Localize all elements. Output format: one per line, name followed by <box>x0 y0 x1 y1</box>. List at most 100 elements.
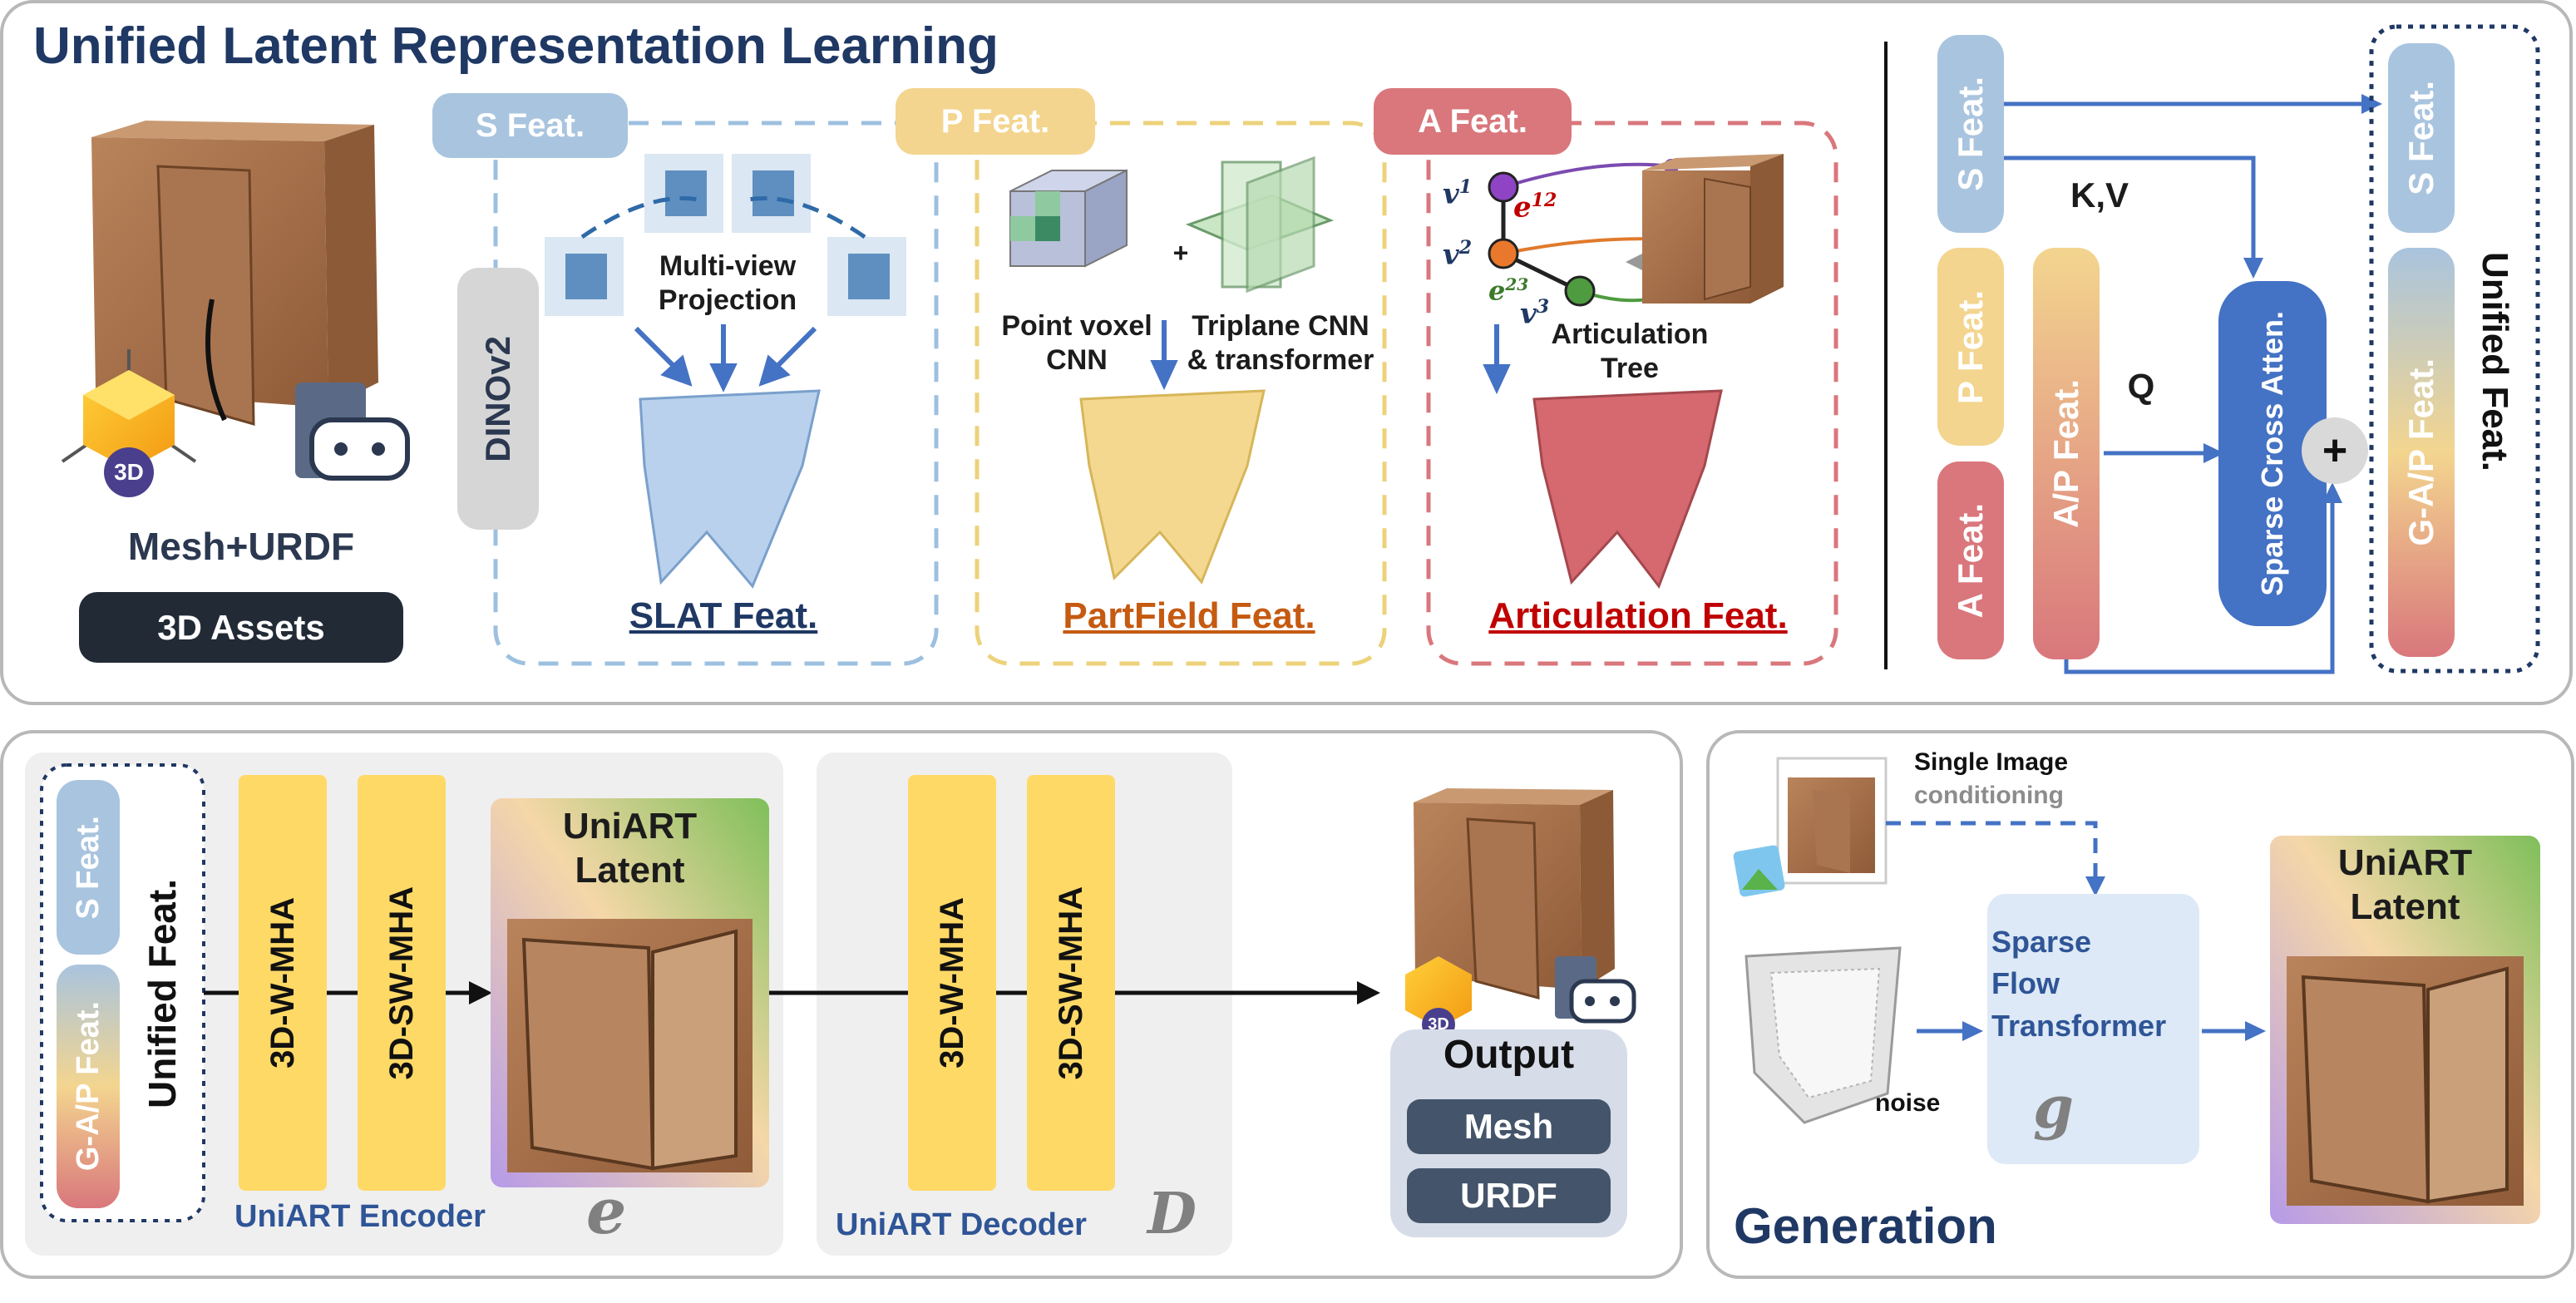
output-urdf-badge: URDF <box>1407 1168 1611 1223</box>
multiview-thumbnails <box>545 154 906 316</box>
fusion-p-feat-label: P Feat. <box>1951 289 1990 404</box>
fusion-a-feat-label: A Feat. <box>1951 502 1990 619</box>
unified-s-feat: S Feat. <box>2388 43 2455 233</box>
dec-sw-mha: 3D-SW-MHA <box>1027 775 1115 1191</box>
triplane-label: Triplane CNN & transformer <box>1172 309 1389 378</box>
partfield-label: PartField Feat. <box>1063 595 1315 636</box>
output-robot-icon <box>1555 956 1636 1024</box>
enc-s-feat-label: S Feat. <box>70 815 106 920</box>
asset-label: Mesh+URDF <box>127 525 355 568</box>
triplane-illustration <box>1185 155 1335 294</box>
articulation-voxel <box>1532 389 1723 590</box>
sft-line3: Transformer <box>1991 1008 2167 1043</box>
plus-node: + <box>2302 417 2368 484</box>
triplane-line2: & transformer <box>1187 343 1374 376</box>
tree-line2: Tree <box>1601 352 1659 384</box>
dinov2-block: DINOv2 <box>457 268 539 530</box>
output-cube-badge-text: 3D <box>1428 1015 1449 1034</box>
unified-gap-feat: G-A/P Feat. <box>2388 248 2455 657</box>
pointvoxel-label: Point voxel CNN <box>985 309 1168 378</box>
s-feat-tag: S Feat. <box>432 93 628 158</box>
enc-w-mha: 3D-W-MHA <box>239 775 327 1191</box>
enc-latent-line1: UniART <box>562 806 698 846</box>
tree-label: Articulation Tree <box>1530 318 1730 386</box>
sft-line1: Sparse <box>1991 925 2092 959</box>
gen-latent-line1: UniART <box>2337 842 2473 883</box>
kv-label: K,V <box>2070 175 2129 215</box>
sft-symbol: g <box>2033 1073 2074 1142</box>
tree-line1: Articulation <box>1551 318 1709 350</box>
robot-urdf-icon <box>295 383 410 481</box>
generation-latent-cabinet <box>2287 956 2524 1206</box>
condition-image <box>1776 757 1888 885</box>
image-gallery-icon <box>1733 845 1785 897</box>
slat-voxel <box>639 389 821 589</box>
output-mesh-badge: Mesh <box>1407 1099 1611 1154</box>
e23-label: e23 <box>1488 274 1529 307</box>
output-cabinet <box>1414 788 1615 999</box>
dinov2-label: DINOv2 <box>478 335 517 462</box>
slat-label: SLAT Feat. <box>629 595 818 636</box>
slat-arrows <box>634 324 817 392</box>
decoder-label: UniART Decoder <box>836 1207 1087 1242</box>
enc-unified-label: Unified Feat. <box>141 878 184 1109</box>
output-label: Output <box>1443 1033 1575 1077</box>
dec-w-mha-label: 3D-W-MHA <box>933 897 970 1069</box>
p-feat-tag: P Feat. <box>896 88 1095 155</box>
v2-label: v2 <box>1443 237 1473 272</box>
enc-latent-label: UniART Latent <box>495 805 765 893</box>
plus-small: + <box>1172 238 1189 268</box>
partfield-voxel <box>1079 389 1266 585</box>
dec-sw-mha-label: 3D-SW-MHA <box>1052 886 1089 1080</box>
top-panel <box>0 0 2573 705</box>
enc-latent-line2: Latent <box>575 849 685 891</box>
enc-sw-mha: 3D-SW-MHA <box>358 775 446 1191</box>
pointvoxel-line1: Point voxel <box>1001 310 1152 342</box>
enc-gap-feat: G-A/P Feat. <box>57 965 120 1208</box>
noise-voxel <box>1744 946 1902 1124</box>
fusion-ap-feat: A/P Feat. <box>2033 248 2100 659</box>
enc-sw-mha-label: 3D-SW-MHA <box>382 886 420 1080</box>
gen-latent-label: UniART Latent <box>2270 842 2540 930</box>
fusion-s-feat: S Feat. <box>1937 35 2004 233</box>
multiview-line1: Multi-view <box>659 250 797 282</box>
conditioning-label: conditioning <box>1914 782 2064 809</box>
v1-label: v1 <box>1443 176 1473 211</box>
encoder-latent-cabinet <box>507 919 753 1172</box>
fusion-arrows <box>2004 101 2366 674</box>
gen-latent-line2: Latent <box>2350 886 2460 927</box>
e12-label: e12 <box>1513 190 1557 225</box>
multiview-label: Multi-view Projection <box>628 249 827 318</box>
sft-label: Sparse Flow Transformer <box>1991 921 2166 1047</box>
multiview-line2: Projection <box>658 284 797 316</box>
main-title: Unified Latent Representation Learning <box>33 17 999 75</box>
fusion-s-feat-label: S Feat. <box>1951 77 1990 191</box>
fusion-a-feat: A Feat. <box>1937 461 2004 659</box>
fusion-p-feat: P Feat. <box>1937 248 2004 446</box>
cross-atten-label: Sparse Cross Atten. <box>2255 311 2289 596</box>
articulated-cabinet <box>1626 154 1784 304</box>
unified-gap-feat-label: G-A/P Feat. <box>2401 358 2440 546</box>
sft-line2: Flow <box>1991 966 2060 1001</box>
cabinet-3d-asset <box>91 121 378 426</box>
cube-3d-badge-text: 3D <box>114 459 144 485</box>
asset-badge: 3D Assets <box>79 592 403 663</box>
triplane-line1: Triplane CNN <box>1192 310 1369 342</box>
enc-s-feat: S Feat. <box>57 780 120 955</box>
encoder-symbol: e <box>586 1174 627 1248</box>
single-image-label: Single Image <box>1914 748 2069 776</box>
unified-feat-label: Unified Feat. <box>2475 251 2515 472</box>
v3-label: v3 <box>1520 296 1550 331</box>
pointvoxel-line2: CNN <box>1046 343 1108 376</box>
generation-title: Generation <box>1734 1198 1997 1254</box>
encoder-label: UniART Encoder <box>234 1199 486 1234</box>
enc-gap-feat-label: G-A/P Feat. <box>70 1001 106 1172</box>
a-feat-tag: A Feat. <box>1374 88 1572 155</box>
enc-w-mha-label: 3D-W-MHA <box>264 897 301 1069</box>
unified-s-feat-label: S Feat. <box>2401 81 2440 195</box>
dec-w-mha: 3D-W-MHA <box>908 775 996 1191</box>
point-voxel-grid <box>1009 169 1128 268</box>
decoder-symbol: D <box>1147 1181 1197 1247</box>
articulation-label: Articulation Feat. <box>1488 595 1788 636</box>
